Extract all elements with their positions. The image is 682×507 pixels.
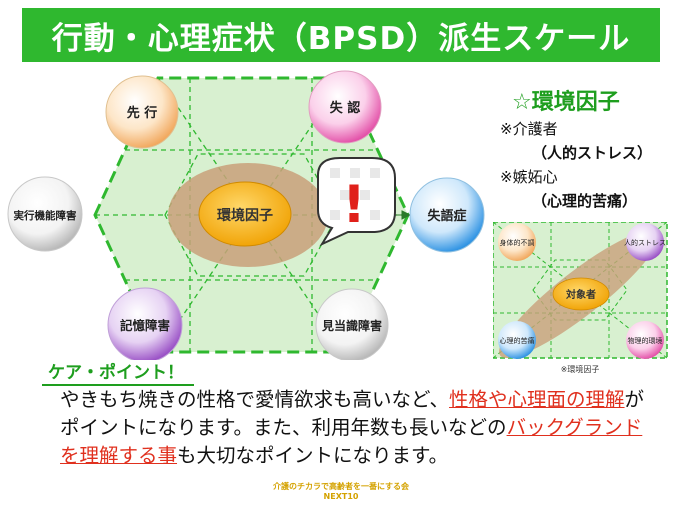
node-kioku: 記憶障害	[107, 287, 183, 360]
mini-corner-label: 人的ストレス	[624, 238, 666, 247]
mini-corner-label: 心理的苦痛	[500, 336, 535, 345]
care-text: やきもち焼きの性格で愛情欲求も高いなど、	[60, 388, 450, 411]
environment-heading: ☆環境因子	[512, 90, 620, 115]
node-label: 見当識障害	[321, 318, 382, 333]
care-body: やきもち焼きの性格で愛情欲求も高いなど、性格や心理面の理解がポイントになります。…	[60, 386, 660, 470]
mini-center-node	[552, 277, 610, 311]
mini-corner-human: 人的ストレス	[624, 223, 666, 261]
node-kentoshiki: 見当識障害	[315, 288, 389, 360]
page-title: 行動・心理症状（BPSD）派生スケール	[51, 20, 631, 57]
node-shitsunin: 失 認	[308, 70, 382, 144]
environment-mini-diagram: 対象者 身体的不調 人的ストレス 心理的苦痛 物理的環境 ※環境因子	[493, 222, 668, 374]
center-label: 環境因子	[217, 207, 273, 224]
mini-caption: ※環境因子	[561, 364, 600, 374]
node-label: 失語症	[427, 208, 466, 224]
care-heading: ケア・ポイント！	[42, 358, 194, 386]
care-highlight: バックグランドを理解する事	[60, 416, 643, 467]
care-text: がポイントになります。また、利用年数も長いなどの	[60, 388, 645, 439]
node-label: 失 認	[330, 100, 361, 116]
env-item-marker: ※嫉妬心	[500, 168, 558, 186]
mini-center-label: 対象者	[565, 288, 596, 301]
footer-org: 介護のチカラで高齢者を一番にする会	[272, 482, 410, 491]
node-label: 先 行	[127, 105, 158, 121]
node-jikko: 実行機能障害	[7, 176, 83, 252]
alert-bubble: !	[317, 157, 396, 247]
mini-corner-physical: 身体的不調	[498, 223, 536, 261]
env-item-marker: ※介護者	[500, 120, 558, 138]
care-text: も大切なポイントになります。	[177, 444, 449, 467]
title-banner: 行動・心理症状（BPSD）派生スケール	[22, 8, 660, 62]
node-label: 記憶障害	[120, 318, 170, 333]
node-label: 実行機能障害	[14, 209, 77, 222]
mini-corner-label: 物理的環境	[628, 336, 663, 345]
mini-corner-label: 身体的不調	[500, 238, 535, 247]
footer-brand: NEXT10	[323, 492, 359, 501]
mini-corner-psychological: 心理的苦痛	[498, 321, 536, 359]
node-shitsugosho: 失語症	[409, 177, 485, 253]
bpsd-hexagon-diagram: 環境因子 ! 先 行 失 認 失語症 見当識障害 記憶障害 実行機能障害	[7, 70, 485, 360]
env-item-detail: （心理的苦痛）	[532, 192, 638, 210]
center-node	[198, 181, 292, 247]
alert-icon: !	[342, 175, 366, 235]
env-item-detail: （人的ストレス）	[532, 144, 653, 162]
mini-corner-environment: 物理的環境	[626, 321, 664, 359]
care-highlight: 性格や心理面の理解	[449, 388, 625, 411]
node-sengyo: 先 行	[105, 75, 179, 149]
